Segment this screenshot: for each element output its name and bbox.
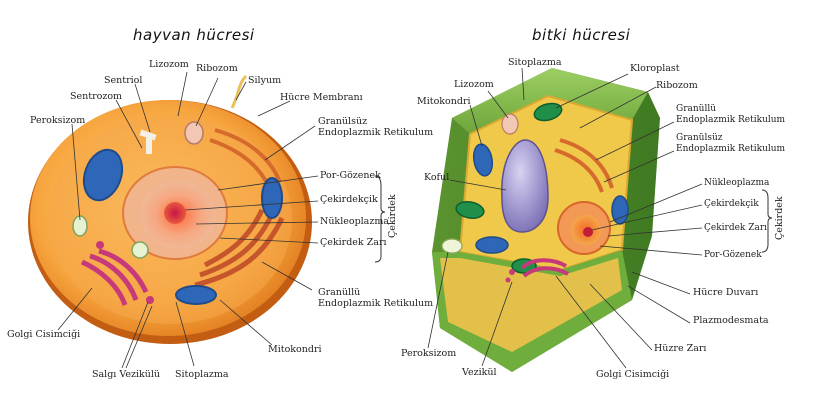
plant-label-nukleoplazma: Nükleoplazma <box>704 178 770 188</box>
plant-label-granullu-2: Endoplazmik Retikulum <box>676 115 786 125</box>
plant-label-ribozom: Ribozom <box>656 80 698 91</box>
animal-label-mitokondri: Mitokondri <box>268 344 322 355</box>
plant-label-kloroplast: Kloroplast <box>630 63 680 74</box>
animal-label-por-gozenek: Por-Gözenek <box>320 170 381 181</box>
animal-label-ribozom: Ribozom <box>196 63 238 74</box>
animal-label-nukleoplazma: Nükleoplazma <box>320 216 390 227</box>
plant-leader-lines <box>427 67 773 369</box>
animal-label-lizozom: Lizozom <box>149 59 189 70</box>
plant-label-por-gozenek: Por-Gözenek <box>704 250 762 260</box>
plant-label-peroksizom: Peroksizom <box>401 348 457 359</box>
plant-label-granulsuz-2: Endoplazmik Retikulum <box>676 144 786 154</box>
plant-label-cekirdek: Çekirdek <box>774 196 785 240</box>
plant-label-vezikul: Vezikül <box>462 367 497 378</box>
animal-label-silyum: Silyum <box>248 75 282 86</box>
animal-cell <box>28 74 312 344</box>
plant-label-sitoplazma: Sitoplazma <box>508 57 562 68</box>
animal-label-sentriol: Sentriol <box>104 75 143 86</box>
plant-label-mitokondri: Mitokondri <box>417 96 471 107</box>
animal-label-cekirdekcik: Çekirdekçik <box>320 194 378 205</box>
plant-label-cekirdek-zari: Çekirdek Zarı <box>704 223 768 233</box>
animal-label-sentrozom: Sentrozom <box>70 91 123 102</box>
plant-label-cekirdekcik: Çekirdekçik <box>704 199 759 209</box>
animal-label-hucre-membrani: Hücre Membranı <box>280 92 363 103</box>
animal-label-sitoplazma: Sitoplazma <box>175 369 229 380</box>
plant-label-golgi: Golgi Cisimciği <box>596 369 670 380</box>
plant-cell-title: bitki hücresi <box>532 26 631 44</box>
animal-label-granulsuz-2: Endoplazmik Retikulum <box>318 127 434 138</box>
animal-label-granullu-2: Endoplazmik Retikulum <box>318 298 434 309</box>
animal-label-cekirdek: Çekirdek <box>387 194 398 238</box>
animal-label-salgi-vezikulu: Salgı Vezikülü <box>92 369 161 380</box>
plant-cell <box>432 68 660 372</box>
animal-label-cekirdek-zari: Çekirdek Zarı <box>320 237 387 248</box>
plant-label-hucre-zari: Hüzre Zarı <box>654 343 707 354</box>
animal-label-granulsuz-1: Granülsüz <box>318 116 368 127</box>
plant-label-granulsuz-1: Granülsüz <box>676 133 723 143</box>
animal-label-peroksizom: Peroksizom <box>30 115 86 126</box>
plant-label-plazmodesmata: Plazmodesmata <box>693 315 769 326</box>
plant-label-hucre-duvari: Hücre Duvarı <box>693 287 759 298</box>
animal-label-granullu-1: Granüllü <box>318 287 361 298</box>
animal-cell-title: hayvan hücresi <box>133 26 255 44</box>
plant-label-lizozom: Lizozom <box>454 79 494 90</box>
animal-label-golgi: Golgi Cisimciği <box>7 329 81 340</box>
plant-label-granullu-1: Granüllü <box>676 104 717 114</box>
plant-label-koful: Koful <box>424 172 450 183</box>
animal-leader-lines <box>57 71 386 369</box>
